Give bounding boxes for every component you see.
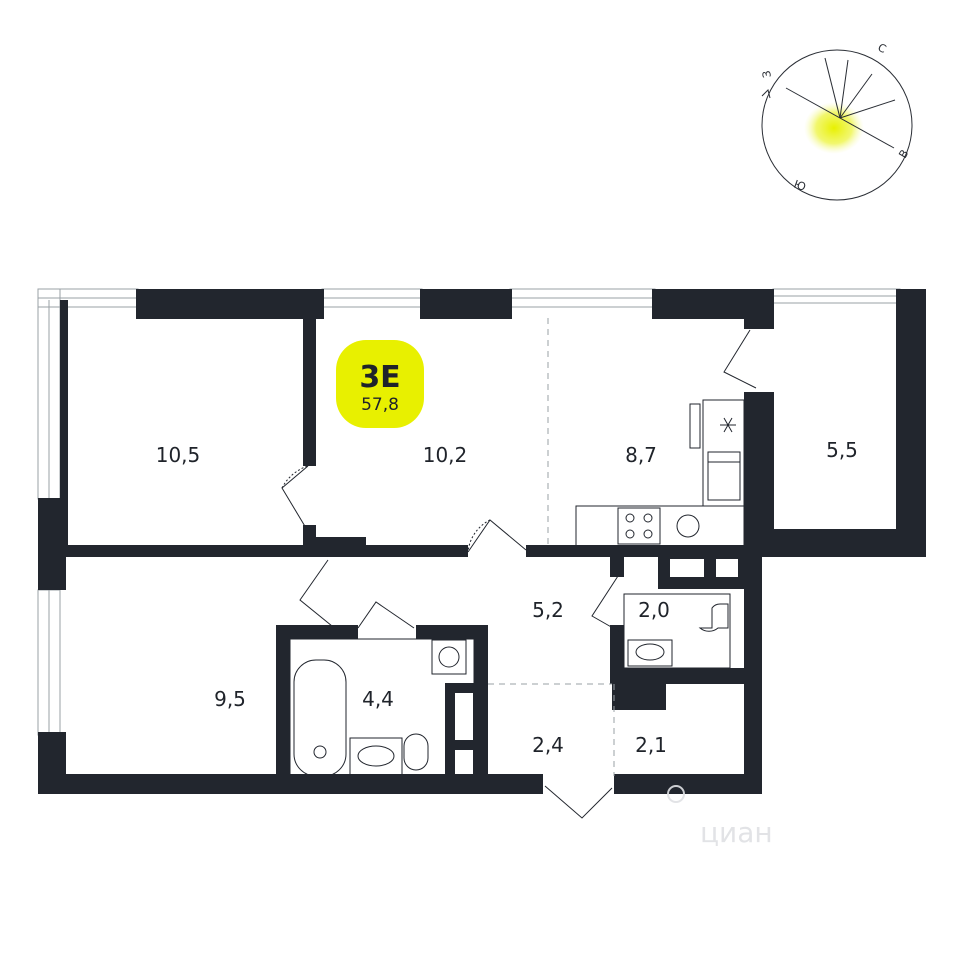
area-bathroom: 4,4 bbox=[362, 687, 394, 711]
compass-south-label: Ю bbox=[792, 178, 808, 194]
sink-round-icon bbox=[676, 514, 700, 538]
bathroom-sink-icon bbox=[349, 737, 403, 777]
bath-toilet-icon bbox=[403, 733, 429, 771]
apartment-badge: 3E 57,8 bbox=[336, 340, 424, 428]
kitchen-sink-icon bbox=[707, 451, 741, 501]
area-wc: 2,0 bbox=[638, 598, 670, 622]
watermark-logo-icon bbox=[667, 785, 685, 803]
walls bbox=[38, 289, 926, 794]
fan-icon bbox=[720, 417, 736, 433]
area-bedroom-left: 10,5 bbox=[156, 443, 201, 467]
door-kitchen-loggia bbox=[723, 329, 757, 389]
kitchen-counter-side bbox=[702, 399, 745, 507]
stove-icon bbox=[617, 507, 661, 545]
compass-west-label: З bbox=[760, 70, 774, 79]
area-entry: 2,4 bbox=[532, 733, 564, 757]
area-storage: 2,1 bbox=[635, 733, 667, 757]
door-bathroom bbox=[357, 601, 415, 629]
area-hall: 5,2 bbox=[532, 598, 564, 622]
door-bedroom-lower bbox=[299, 559, 333, 627]
door-wc bbox=[591, 575, 621, 633]
doors bbox=[281, 329, 757, 819]
watermark-text: циан bbox=[700, 816, 773, 849]
compass: С В Ю З bbox=[760, 41, 913, 201]
apartment-code: 3E bbox=[359, 360, 400, 395]
area-loggia: 5,5 bbox=[826, 438, 858, 462]
bathroom-fixtures bbox=[289, 638, 475, 778]
bathtub-icon bbox=[293, 659, 347, 777]
door-bedroom-left bbox=[281, 465, 309, 529]
area-kitchen: 8,7 bbox=[625, 443, 657, 467]
area-bedroom-middle: 10,2 bbox=[423, 443, 468, 467]
watermark: циан bbox=[667, 785, 773, 849]
wc-fixtures bbox=[623, 593, 731, 669]
compass-arrow-icon bbox=[761, 89, 771, 99]
sun-glow bbox=[804, 102, 864, 154]
wc-sink-icon bbox=[627, 639, 673, 667]
door-entrance bbox=[544, 785, 613, 819]
compass-ring bbox=[761, 49, 913, 201]
toilet-icon bbox=[698, 603, 729, 632]
compass-east-label: В bbox=[896, 147, 911, 160]
area-bedroom-lower: 9,5 bbox=[214, 687, 246, 711]
door-bedroom-middle bbox=[467, 519, 527, 553]
zone-dividers bbox=[488, 318, 615, 776]
kitchen-counter bbox=[575, 505, 745, 547]
kitchen-fixtures bbox=[575, 399, 745, 547]
washer-icon bbox=[431, 639, 467, 675]
apartment-total-area: 57,8 bbox=[361, 395, 399, 415]
compass-north-label: С bbox=[876, 41, 889, 56]
compass-rays bbox=[785, 57, 896, 149]
badge-background bbox=[336, 340, 424, 428]
room-labels: 10,5 10,2 8,7 5,5 5,2 2,0 9,5 4,4 2,4 2,… bbox=[156, 438, 858, 757]
